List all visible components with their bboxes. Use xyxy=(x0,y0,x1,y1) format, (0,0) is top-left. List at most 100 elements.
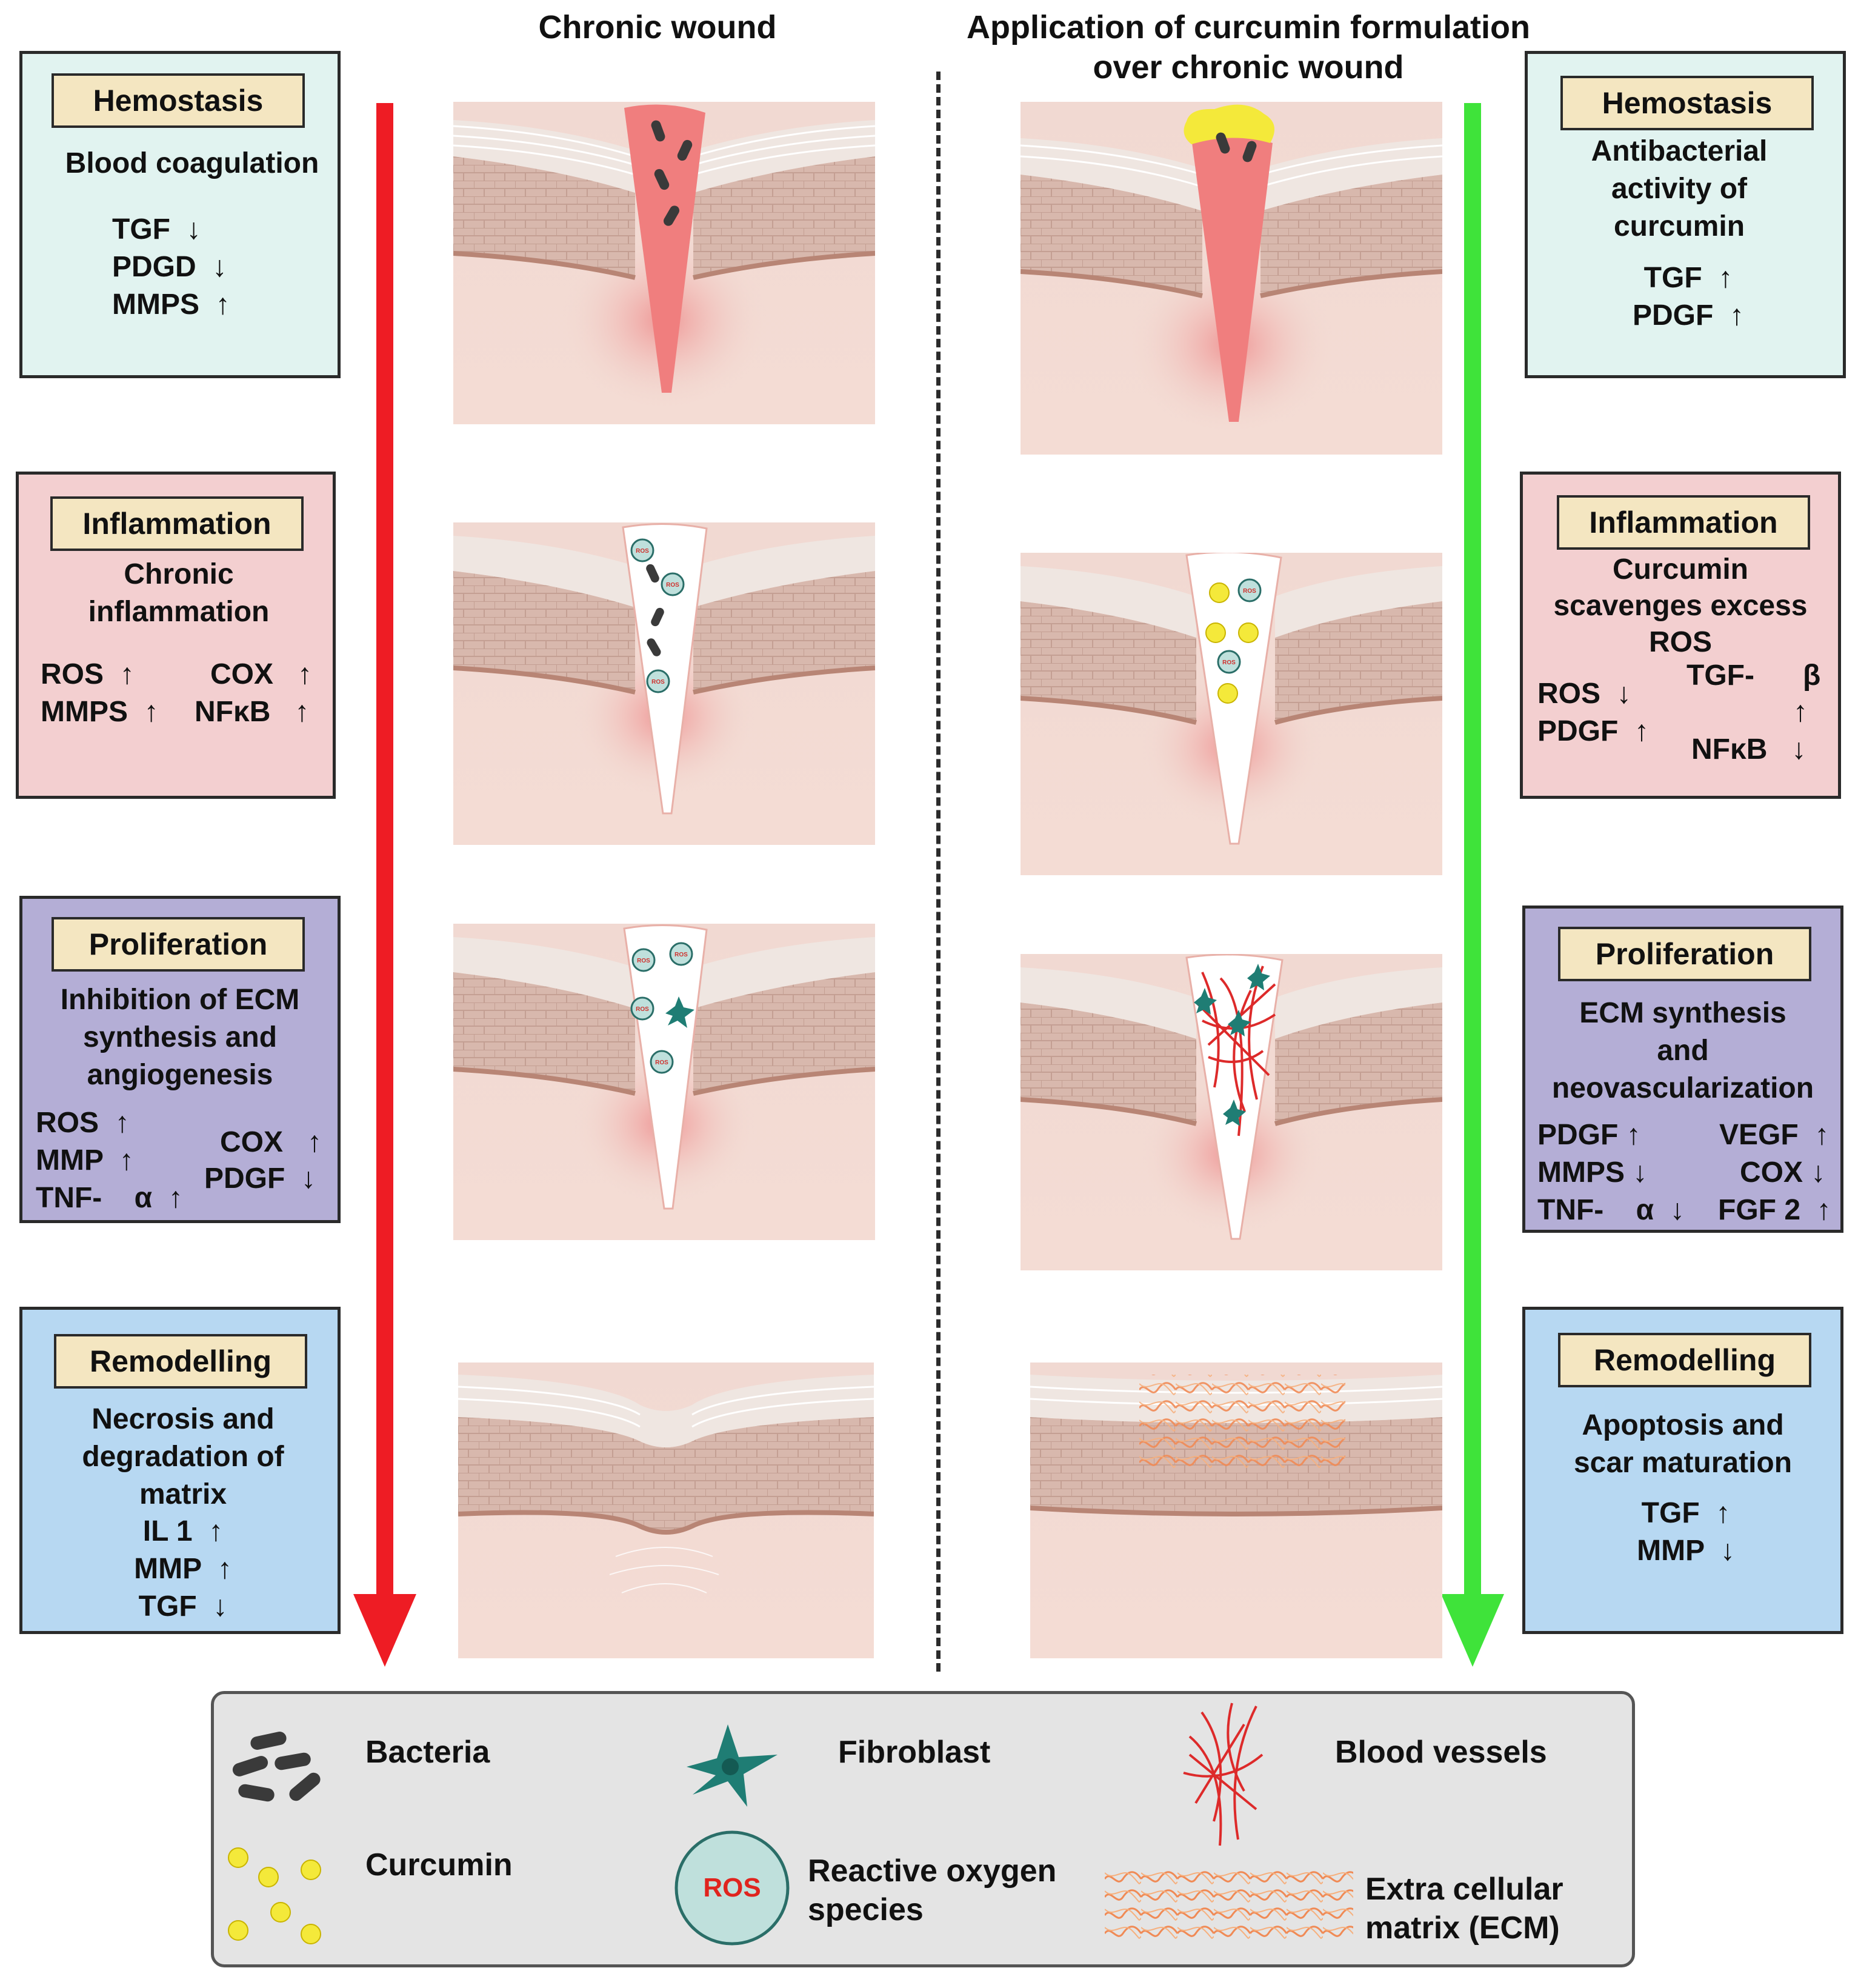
ros-label: ROS xyxy=(637,958,650,964)
left-hemostasis-box: Hemostasis Blood coagulation TGF ↓ PDGD … xyxy=(19,51,341,378)
ros-label: ROS xyxy=(636,1006,649,1013)
left-proliferation-marker-4: COX ↑ xyxy=(220,1126,322,1158)
legend-ros-label-2: species xyxy=(808,1892,924,1927)
legend-blood-vessels-label: Blood vessels xyxy=(1335,1735,1547,1770)
left-column-title: Chronic wound xyxy=(538,9,777,45)
right-remodelling-tag: Remodelling xyxy=(1558,1333,1811,1387)
fibroblast-icon xyxy=(687,1724,777,1807)
bacteria-icon xyxy=(1216,132,1257,162)
legend-fibroblast-label: Fibroblast xyxy=(838,1735,991,1770)
right-column-title-line1: Application of curcumin formulation xyxy=(967,9,1530,45)
right-inflammation-marker-1: ROS ↓ xyxy=(1537,678,1631,710)
ros-label: ROS xyxy=(651,679,665,685)
left-proliferation-desc-2: synthesis and xyxy=(82,1021,278,1053)
skin-chronic-hemostasis xyxy=(453,102,875,424)
right-proliferation-box: Proliferation ECM synthesis and neovascu… xyxy=(1522,906,1843,1233)
right-proliferation-marker-5: TNF- α ↓ xyxy=(1537,1194,1685,1226)
left-remodelling-marker-1: IL 1 ↑ xyxy=(142,1515,224,1547)
left-hemostasis-marker-3: MMPS ↑ xyxy=(112,289,230,321)
legend-ecm-label-1: Extra cellular xyxy=(1365,1872,1563,1907)
left-remodelling-marker-2: MMP ↑ xyxy=(134,1553,232,1585)
right-timeline-arrow xyxy=(1441,103,1504,1667)
right-hemostasis-desc-2: activity of xyxy=(1611,173,1748,205)
legend-panel: Bacteria Fibroblast Blood vessels Curcum… xyxy=(211,1691,1635,1967)
left-proliferation-marker-5: PDGF ↓ xyxy=(204,1162,316,1195)
left-remodelling-desc-1: Necrosis and xyxy=(92,1403,275,1435)
left-inflammation-box: Inflammation Chronic inflammation ROS ↑ … xyxy=(16,472,336,799)
right-inflammation-marker-3: TGF- β xyxy=(1687,659,1821,692)
right-proliferation-marker-2: VEGF ↑ xyxy=(1719,1119,1830,1151)
right-proliferation-desc-3: neovascularization xyxy=(1551,1072,1814,1104)
bacteria-icon xyxy=(232,1732,321,1802)
right-hemostasis-box: Hemostasis Antibacterial activity of cur… xyxy=(1525,51,1846,378)
ros-icon xyxy=(630,538,685,693)
right-hemostasis-desc-1: Antibacterial xyxy=(1591,135,1768,167)
legend-ecm-label-2: matrix (ECM) xyxy=(1365,1910,1560,1946)
skin-curcumin-inflammation: ROS ROS xyxy=(1021,553,1442,875)
right-inflammation-marker-2: PDGF ↑ xyxy=(1537,715,1650,747)
ros-label: ROS xyxy=(636,548,649,555)
right-inflammation-box: Inflammation Curcumin scavenges excess R… xyxy=(1520,472,1841,799)
left-inflammation-marker-4: NFκB ↑ xyxy=(195,696,310,728)
skin-chronic-inflammation: ROS ROS ROS xyxy=(453,522,875,845)
left-hemostasis-marker-2: PDGD ↓ xyxy=(112,251,227,283)
bacteria-icon xyxy=(651,120,693,226)
left-inflammation-marker-1: ROS ↑ xyxy=(41,658,135,690)
left-proliferation-desc-1: Inhibition of ECM xyxy=(60,984,300,1016)
left-remodelling-box: Remodelling Necrosis and degradation of … xyxy=(19,1307,341,1634)
curcumin-icon xyxy=(228,1847,321,1944)
right-proliferation-marker-4: COX ↓ xyxy=(1740,1156,1826,1189)
ros-icon xyxy=(1217,578,1262,674)
skin-chronic-proliferation: ROS ROS ROS ROS xyxy=(453,924,875,1240)
right-remodelling-box: Remodelling Apoptosis and scar maturatio… xyxy=(1522,1307,1843,1634)
blood-vessels-icon xyxy=(1183,1703,1264,1846)
right-inflammation-tag: Inflammation xyxy=(1557,495,1810,550)
ros-label: ROS xyxy=(666,582,679,589)
right-proliferation-desc-2: and xyxy=(1657,1035,1709,1067)
right-inflammation-desc-3: ROS xyxy=(1648,626,1712,658)
right-hemostasis-tag: Hemostasis xyxy=(1560,76,1814,130)
left-inflammation-desc-1: Chronic xyxy=(124,558,234,590)
left-hemostasis-tag: Hemostasis xyxy=(52,73,305,128)
ros-icon: ROS xyxy=(674,1830,790,1946)
left-hemostasis-desc: Blood coagulation xyxy=(65,147,319,179)
fibroblast-icon xyxy=(1194,964,1270,1126)
right-inflammation-desc-1: Curcumin xyxy=(1612,553,1748,585)
left-remodelling-desc-3: matrix xyxy=(139,1478,227,1510)
right-remodelling-desc-1: Apoptosis and xyxy=(1582,1409,1784,1441)
right-inflammation-desc-2: scavenges excess xyxy=(1553,590,1808,622)
left-timeline-arrow xyxy=(353,103,416,1667)
right-proliferation-desc-1: ECM synthesis xyxy=(1579,997,1786,1029)
legend-curcumin-label: Curcumin xyxy=(365,1847,513,1883)
right-proliferation-marker-6: FGF 2 ↑ xyxy=(1718,1194,1831,1226)
right-proliferation-tag: Proliferation xyxy=(1558,927,1811,981)
right-inflammation-marker-4: ↑ xyxy=(1793,696,1808,728)
left-inflammation-tag: Inflammation xyxy=(50,496,304,551)
ecm-icon xyxy=(1105,1870,1353,1943)
center-divider xyxy=(936,72,941,1672)
left-inflammation-marker-3: MMPS ↑ xyxy=(41,696,159,728)
curcumin-cap xyxy=(1184,104,1275,144)
skin-curcumin-proliferation xyxy=(1021,954,1442,1270)
ros-label: ROS xyxy=(655,1059,668,1066)
left-proliferation-marker-3: TNF- α ↑ xyxy=(36,1182,183,1214)
ros-label: ROS xyxy=(1222,659,1236,666)
right-remodelling-marker-2: MMP ↓ xyxy=(1637,1535,1735,1567)
skin-curcumin-remodelling xyxy=(1030,1363,1442,1658)
ros-label: ROS xyxy=(1243,588,1256,595)
legend-bacteria-label: Bacteria xyxy=(365,1735,490,1770)
right-hemostasis-desc-3: curcumin xyxy=(1613,210,1745,242)
legend-ros-icon-text: ROS xyxy=(703,1873,761,1903)
ros-label: ROS xyxy=(674,952,688,958)
left-proliferation-marker-1: ROS ↑ xyxy=(36,1107,130,1139)
left-remodelling-desc-2: degradation of xyxy=(82,1441,284,1473)
left-hemostasis-marker-1: TGF ↓ xyxy=(112,213,201,245)
left-remodelling-tag: Remodelling xyxy=(54,1334,307,1389)
left-inflammation-desc-2: inflammation xyxy=(88,596,270,628)
bacteria-icon xyxy=(646,564,664,656)
right-inflammation-marker-5: NFκB ↓ xyxy=(1691,733,1806,766)
curcumin-icon xyxy=(1205,582,1259,704)
left-proliferation-marker-2: MMP ↑ xyxy=(36,1144,134,1176)
right-proliferation-marker-3: MMPS ↓ xyxy=(1537,1156,1648,1189)
left-remodelling-marker-3: TGF ↓ xyxy=(138,1590,228,1623)
